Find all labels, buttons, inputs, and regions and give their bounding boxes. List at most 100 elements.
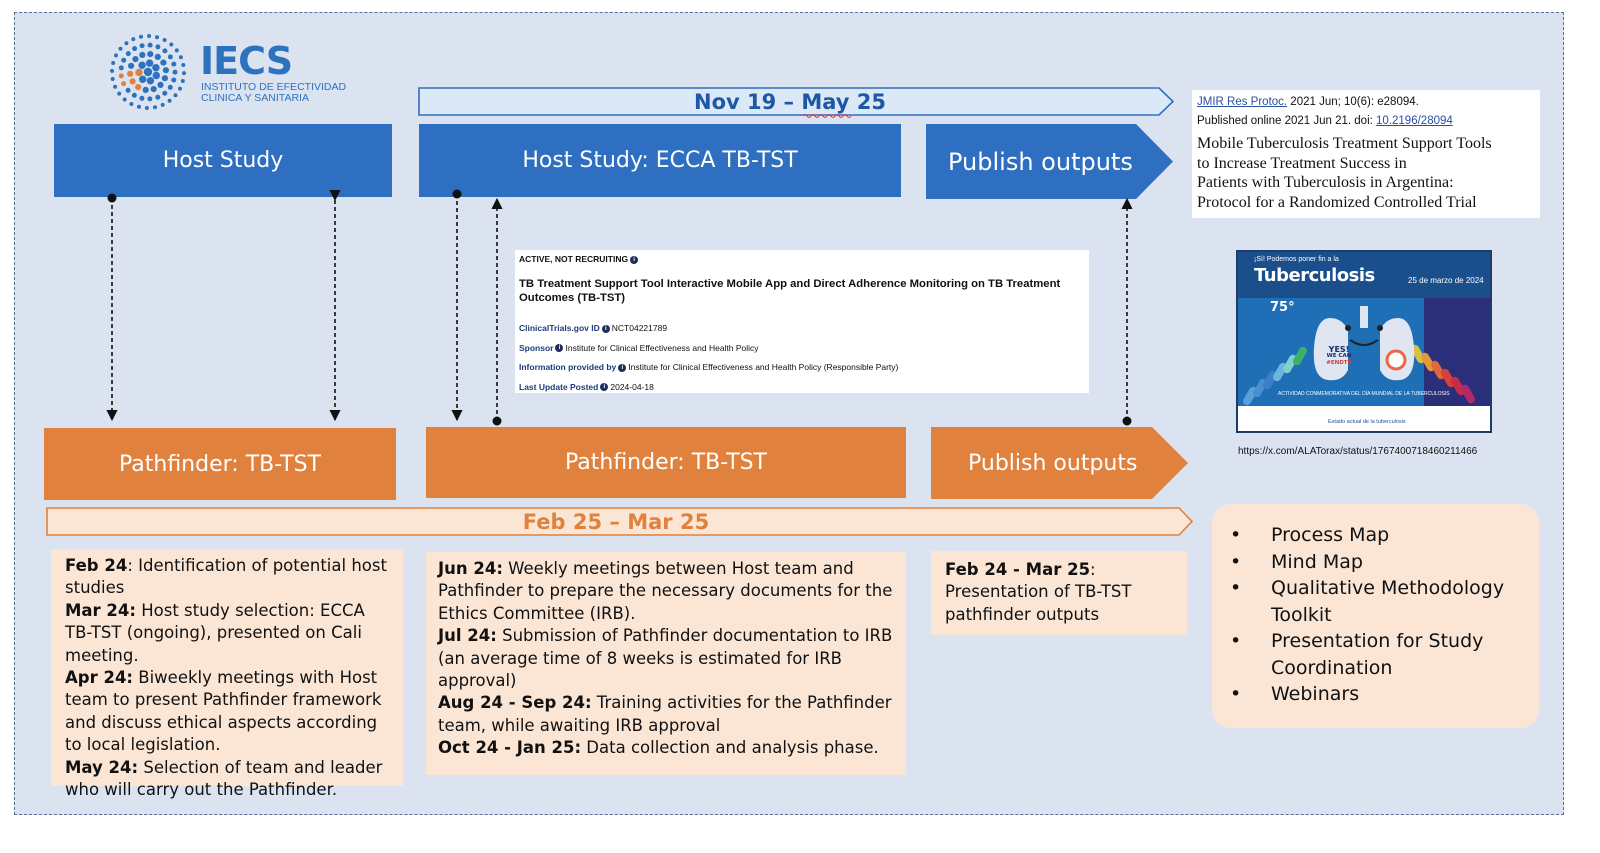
host-study-label: Host Study: [162, 148, 284, 173]
trial-sponsor-label: Sponsor: [519, 342, 554, 353]
timeline-entry-text: : Presentation of TB-TST pathfinder outp…: [945, 560, 1132, 624]
poster-anniversary: 75°: [1270, 300, 1295, 315]
timeline-entry-text: : Identification of potential host studi…: [65, 556, 387, 598]
poster-date: 25 de marzo de 2024: [1408, 276, 1484, 285]
logo-subtitle-line2: CLINICA Y SANITARIA: [201, 92, 309, 104]
pathfinder-label-2: Pathfinder: TB-TST: [565, 450, 767, 475]
info-icon: i: [555, 344, 564, 353]
timeline-entry: Apr 24: Biweekly meetings with Host team…: [65, 667, 391, 757]
citation-published-row: Published online 2021 Jun 21. doi: 10.21…: [1197, 112, 1535, 131]
citation-journal-details: 2021 Jun; 10(6): e28094.: [1287, 96, 1419, 108]
timeline-entry-text: Training activities for the Pathfinder t…: [438, 693, 892, 735]
publish-outputs-blue-arrow: [926, 124, 1173, 199]
pathfinder-label-1: Pathfinder: TB-TST: [119, 451, 321, 477]
bullet-text: Qualitative Methodology Toolkit: [1271, 577, 1505, 626]
info-icon: i: [601, 324, 610, 333]
citation-title-line4: Protocol for a Randomized Controlled Tri…: [1197, 193, 1477, 211]
timeline-entry: Feb 24: Identification of potential host…: [65, 555, 391, 600]
host-study-ecca-box: Host Study: ECCA TB-TST: [419, 124, 901, 197]
publish-outputs-orange-label: Publish outputs: [968, 450, 1138, 476]
timeline-entry-text: Biweekly meetings with Host team to pres…: [65, 668, 382, 755]
timeline-entry: Oct 24 - Jan 25: Data collection and ana…: [438, 737, 894, 759]
pathfinder-box-2: Pathfinder: TB-TST: [426, 427, 906, 498]
connector-host-to-pathfinder-1: [106, 193, 118, 422]
connector-pathfinder-to-host-2: [491, 197, 503, 426]
poster-badge-line1: YES!: [1328, 345, 1350, 354]
bullet-dot-icon: •: [1230, 577, 1242, 599]
panel-publish-timeline: Feb 24 - Mar 25: Presentation of TB-TST …: [931, 551, 1187, 635]
citation-journal-link[interactable]: JMIR Res Protoc.: [1197, 96, 1288, 108]
bullet-dot-icon: •: [1230, 630, 1242, 652]
info-icon: i: [600, 383, 609, 392]
timeline-entry-date: Aug 24 - Sep 24:: [438, 693, 592, 713]
poster-headline: Tuberculosis: [1254, 265, 1375, 286]
connector-host-to-pathfinder-2: [451, 189, 463, 422]
bullet-dot-icon: •: [1230, 524, 1242, 546]
timeline-entry-date: May 24:: [65, 757, 139, 777]
timeline-entry-date: Feb 24 - Mar 25: [945, 560, 1091, 579]
bullet-text: Presentation for Study Coordination: [1271, 630, 1484, 679]
timeline-entry-date: Jun 24:: [438, 559, 503, 578]
top-timeline-arrow: [418, 87, 1175, 116]
trial-title: TB Treatment Support Tool Interactive Mo…: [519, 278, 1085, 305]
timeline-entry-date: Apr 24:: [65, 668, 134, 688]
trial-update-label: Last Update Posted: [519, 381, 599, 392]
trial-id-label: ClinicalTrials.gov ID: [519, 323, 600, 333]
iecs-logo-icon: [110, 34, 186, 110]
panel-pathfinder-timeline: Jun 24: Weekly meetings between Host tea…: [426, 552, 906, 775]
trial-title-line1: TB Treatment Support Tool Interactive Mo…: [519, 278, 1061, 290]
connector-publish: [1121, 197, 1133, 426]
bottom-timeline-label: Feb 25 – Mar 25: [522, 510, 710, 534]
bullet-text: Webinars: [1271, 683, 1360, 705]
timeline-entry: May 24: Selection of team and leader who…: [65, 757, 391, 802]
poster-badge-line3: #ENDTB: [1326, 360, 1352, 366]
citation-doi-link[interactable]: 10.2196/28094: [1376, 115, 1453, 127]
trial-status-text: ACTIVE, NOT RECRUITING: [519, 254, 629, 264]
host-study-box: Host Study: [54, 124, 392, 197]
timeline-entry-text: Data collection and analysis phase.: [581, 738, 879, 758]
poster-kicker: ¡Sí! Podemos poner fin a la: [1254, 256, 1339, 263]
info-icon: i: [630, 255, 639, 264]
poster-bottom-strip: [1238, 406, 1490, 431]
logo-wordmark: IECS: [200, 39, 293, 83]
bullet-text: Process Map: [1271, 524, 1390, 546]
poster-bottom-label: Estado actual de la tuberculosis: [1328, 419, 1406, 425]
poster-source-url[interactable]: https://x.com/ALATorax/status/1767400718…: [1238, 446, 1478, 457]
bullet-dot-icon: •: [1230, 550, 1242, 573]
poster-badge: YES! WE CAN #ENDTB: [1324, 346, 1354, 367]
poster-footer-line: ACTIVIDAD CONMEMORATIVA DEL DÍA MUNDIAL …: [1278, 391, 1450, 397]
trial-info-label: Information provided by: [519, 362, 617, 372]
timeline-entry-text: Selection of team and leader who will ca…: [65, 757, 383, 800]
publish-outputs-orange-arrow: [931, 427, 1188, 499]
trial-title-line2: Outcomes (TB-TST): [519, 291, 626, 304]
citation-journal-row: JMIR Res Protoc. 2021 Jun; 10(6): e28094…: [1197, 93, 1535, 112]
bottom-timeline-arrow: [46, 507, 1194, 536]
trial-update-value: 2024-04-18: [610, 381, 654, 392]
timeline-entry: Mar 24: Host study selection: ECCA TB-TS…: [65, 600, 391, 667]
timeline-entry: Feb 24 - Mar 25: Presentation of TB-TST …: [945, 559, 1175, 626]
timeline-entry-text: Weekly meetings between Host team and Pa…: [438, 559, 893, 623]
host-study-ecca-label: Host Study: ECCA TB-TST: [522, 148, 798, 173]
citation-title-line3: Patients with Tuberculosis in Argentina:: [1197, 174, 1454, 191]
poster-header-band: [1238, 252, 1490, 298]
timeline-entry-date: Mar 24:: [65, 600, 136, 620]
trial-info-value: Institute for Clinical Effectiveness and…: [628, 362, 899, 372]
spellcheck-underline: [803, 114, 852, 118]
trial-id-value: NCT04221789: [611, 323, 668, 333]
poster-badge-line2: WE CAN: [1326, 353, 1352, 359]
timeline-entry: Jul 24: Submission of Pathfinder documen…: [438, 625, 894, 692]
lungs-illustration-icon: [1243, 298, 1490, 408]
timeline-entry: Aug 24 - Sep 24: Training activities for…: [438, 692, 894, 737]
outputs-bullet-list: •Process Map•Mind Map•Qualitative Method…: [1212, 504, 1539, 728]
timeline-entry-date: Feb 24: [65, 556, 128, 575]
timeline-entry-text: Submission of Pathfinder documentation t…: [438, 626, 893, 691]
citation-card: JMIR Res Protoc. 2021 Jun; 10(6): e28094…: [1192, 90, 1540, 218]
logo-subtitle: INSTITUTO DE EFECTIVIDAD CLINICA Y SANIT…: [201, 82, 371, 104]
